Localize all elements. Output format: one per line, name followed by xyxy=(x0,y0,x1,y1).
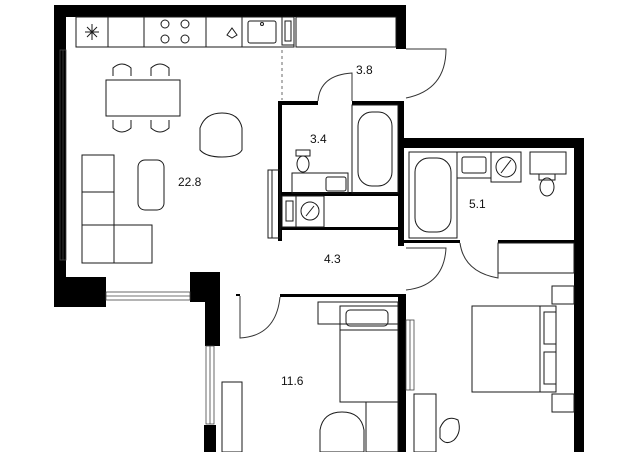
sink-icon xyxy=(247,20,277,44)
room-area-hall-top: 3.8 xyxy=(356,63,373,77)
room-area-corridor: 4.3 xyxy=(324,252,341,266)
tap-icon xyxy=(226,27,238,39)
armchair xyxy=(199,112,243,158)
kitchen-counter xyxy=(75,16,397,48)
walls xyxy=(54,5,584,452)
room-area-bathroom-1: 3.4 xyxy=(310,132,327,146)
toilet-icon xyxy=(295,149,311,173)
windows xyxy=(59,49,415,425)
bedroom-2-furniture xyxy=(413,242,575,452)
dining-set xyxy=(105,63,181,133)
bathroom-1-fixtures xyxy=(281,104,399,228)
room-area-bathroom-2: 5.1 xyxy=(469,197,486,211)
room-labels: 22.8 3.8 3.4 5.1 4.3 11.6 xyxy=(178,63,486,388)
coffee-table xyxy=(137,159,165,211)
room-area-kitchen-living: 22.8 xyxy=(178,175,202,189)
bathroom-2-fixtures xyxy=(408,151,567,239)
room-area-bedroom-1: 11.6 xyxy=(281,374,304,388)
cooktop-icon xyxy=(160,19,190,44)
snowflake-icon xyxy=(85,24,99,40)
doors xyxy=(239,48,499,339)
bedroom-1-furniture xyxy=(221,301,399,452)
sofa xyxy=(81,154,153,264)
